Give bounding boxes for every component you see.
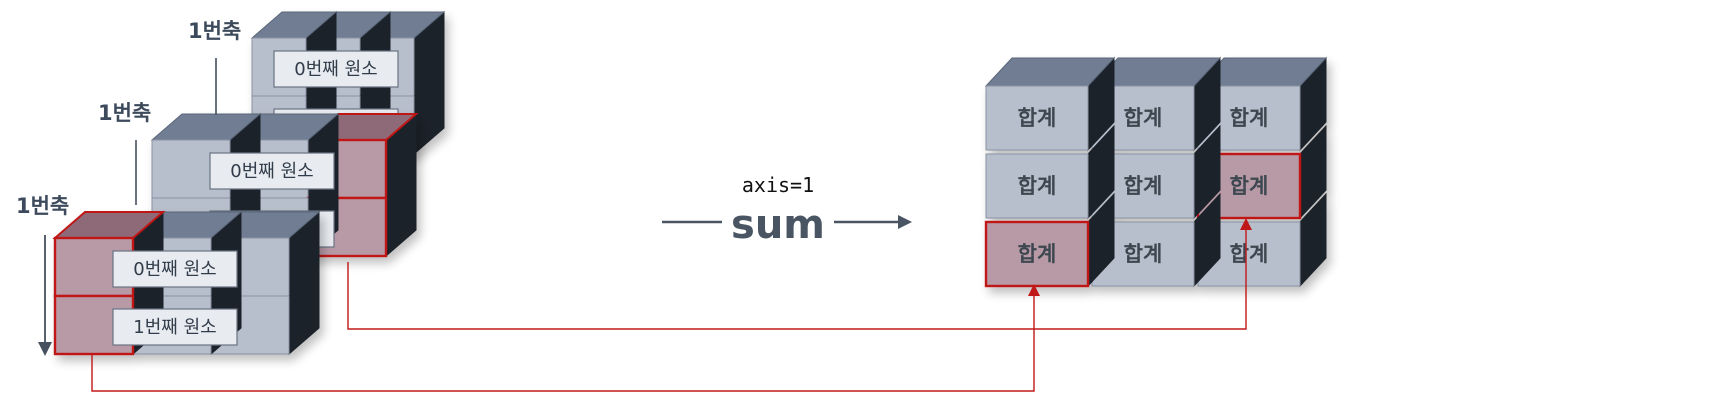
element-label: 0번째 원소 [112,250,238,288]
input-stack-front: 0번째 원소 1번째 원소 [52,210,321,356]
cube: 합계 [1091,192,1221,288]
sum-cell-label: 합계 [1230,242,1269,266]
element-label: 1번째 원소 [112,308,238,346]
cube: 합계 [985,124,1115,220]
element-label-text: 0번째 원소 [133,259,216,280]
element-label: 0번째 원소 [273,50,399,88]
cube: 합계 [984,56,1116,152]
operation: axis=1 sum [662,173,912,248]
element-label-text: 1번째 원소 [133,317,216,338]
highlighted-cube: 합계 [984,192,1115,288]
sum-cell-label: 합계 [1230,174,1269,198]
connector-arrow-middle [347,228,1247,330]
operation-parameter: axis=1 [742,173,814,197]
axis-label-front: 1번축 [16,194,69,356]
sum-cell-label: 합계 [1230,106,1269,130]
connector-arrow-front [91,294,1035,392]
axis-label-back: 1번축 [188,19,241,115]
connector-arrows [91,218,1252,392]
axis-label-text: 1번축 [188,19,241,43]
element-label-text: 0번째 원소 [294,59,377,80]
sum-cell-label: 합계 [1018,106,1057,130]
operation-name: sum [731,202,825,248]
axis-label-middle: 1번축 [98,101,151,205]
sum-cell-label: 합계 [1124,242,1163,266]
element-label-text: 0번째 원소 [230,161,313,182]
sum-cell-label: 합계 [1124,174,1163,198]
axis-label-text: 1번축 [98,101,151,125]
sum-cell-label: 합계 [1018,174,1057,198]
sum-cell-label: 합계 [1124,106,1163,130]
cube: 합계 [1090,56,1222,152]
sum-cell-label: 합계 [1018,242,1057,266]
element-label: 0번째 원소 [209,152,335,190]
axis-label-text: 1번축 [16,194,69,218]
